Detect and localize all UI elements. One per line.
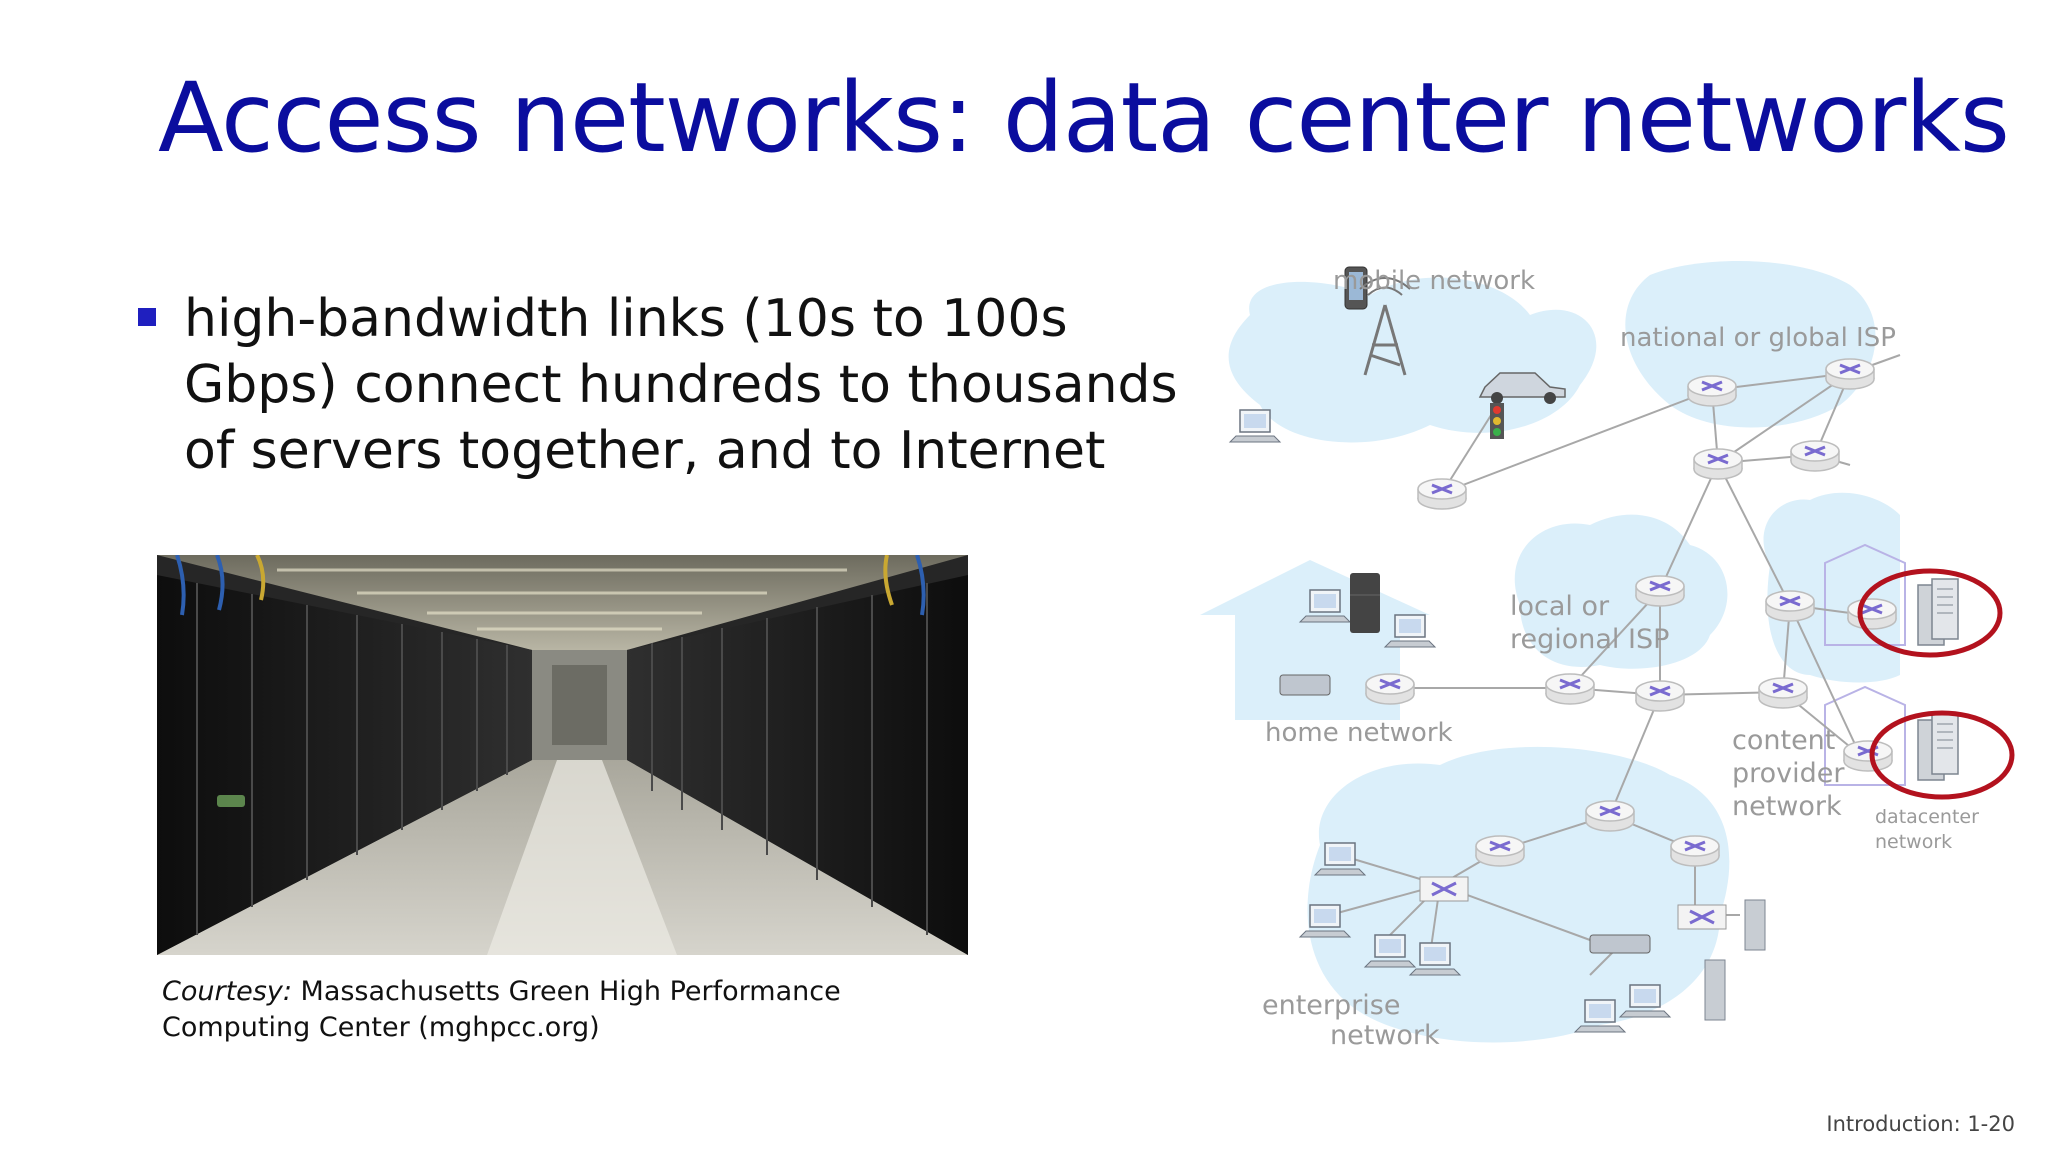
car-icon <box>1478 372 1566 404</box>
label-datacenter-2: network <box>1875 831 1952 853</box>
caption-source: Massachusetts Green High Performance Com… <box>162 976 841 1043</box>
label-content-3: network <box>1732 791 1842 822</box>
caption-courtesy: Courtesy: <box>162 976 292 1007</box>
datacenter-aisle-image <box>157 555 968 955</box>
slide-title: Access networks: data center networks <box>158 62 2010 174</box>
datacenter-router-icon <box>1842 739 1894 773</box>
isp-router-icon <box>1824 357 1876 391</box>
isp-router-icon <box>1686 374 1738 408</box>
enterprise-router-icon <box>1669 834 1721 868</box>
label-local-isp-2: regional ISP <box>1510 624 1669 655</box>
mobile-devices <box>1229 266 1566 443</box>
enterprise-router-icon <box>1474 834 1526 868</box>
slide-number: Introduction: 1-20 <box>1826 1112 2015 1136</box>
datacenter-buildings <box>1824 543 1906 786</box>
local-isp-router-icon <box>1544 672 1596 706</box>
bullet-marker-icon <box>138 308 156 326</box>
enterprise-devices <box>1299 842 1766 1033</box>
refrigerator-icon <box>1350 573 1380 633</box>
highlight-circle-icon <box>1869 710 2015 800</box>
label-content-1: content <box>1732 725 1835 756</box>
highlight-circle-icon <box>1857 568 2003 658</box>
server-icon <box>1744 899 1766 951</box>
home-devices <box>1279 573 1436 696</box>
isp-router-icon <box>1789 439 1841 473</box>
home-router-icon <box>1364 672 1416 706</box>
label-mobile-network: mobile network <box>1333 266 1535 296</box>
content-provider-cloud <box>1763 492 1900 683</box>
switches <box>1419 876 1727 930</box>
label-local-isp-1: local or <box>1510 591 1610 622</box>
server-rack-icon <box>1917 578 1959 646</box>
wifi-router-icon <box>1589 934 1651 954</box>
content-router-icon <box>1764 589 1816 623</box>
mobile-router-icon <box>1416 477 1468 511</box>
label-content-2: provider <box>1732 758 1845 789</box>
label-national-isp: national or global ISP <box>1620 323 1896 353</box>
label-home-network: home network <box>1265 718 1453 748</box>
label-datacenter-1: datacenter <box>1875 806 1979 828</box>
local-isp-router-icon <box>1634 574 1686 608</box>
datacenter-photo <box>157 555 968 955</box>
mobile-network-cloud <box>1228 277 1597 443</box>
internet-topology-diagram: mobile network national or global ISP lo… <box>1200 261 2015 1051</box>
datacenter-servers <box>1842 568 2015 800</box>
content-router-icon <box>1757 676 1809 710</box>
label-enterprise-2: network <box>1330 1020 1440 1051</box>
traffic-light-icon <box>1490 403 1504 439</box>
isp-router-icon <box>1692 447 1744 481</box>
bullet-text: high-bandwidth links (10s to 100s Gbps) … <box>184 289 1178 481</box>
enterprise-router-icon <box>1584 799 1636 833</box>
server-icon <box>1704 959 1726 1021</box>
local-isp-router-icon <box>1634 679 1686 713</box>
image-caption: Courtesy: Massachusetts Green High Perfo… <box>162 974 962 1046</box>
local-isp-cloud <box>1514 514 1728 669</box>
datacenter-router-icon <box>1846 597 1898 631</box>
cell-tower-icon <box>1359 277 1411 376</box>
network-diagram: mobile network national or global ISP lo… <box>1200 255 2020 1090</box>
server-rack-icon <box>1917 713 1959 781</box>
wifi-router-icon <box>1279 674 1331 696</box>
label-enterprise-1: enterprise <box>1262 990 1400 1021</box>
